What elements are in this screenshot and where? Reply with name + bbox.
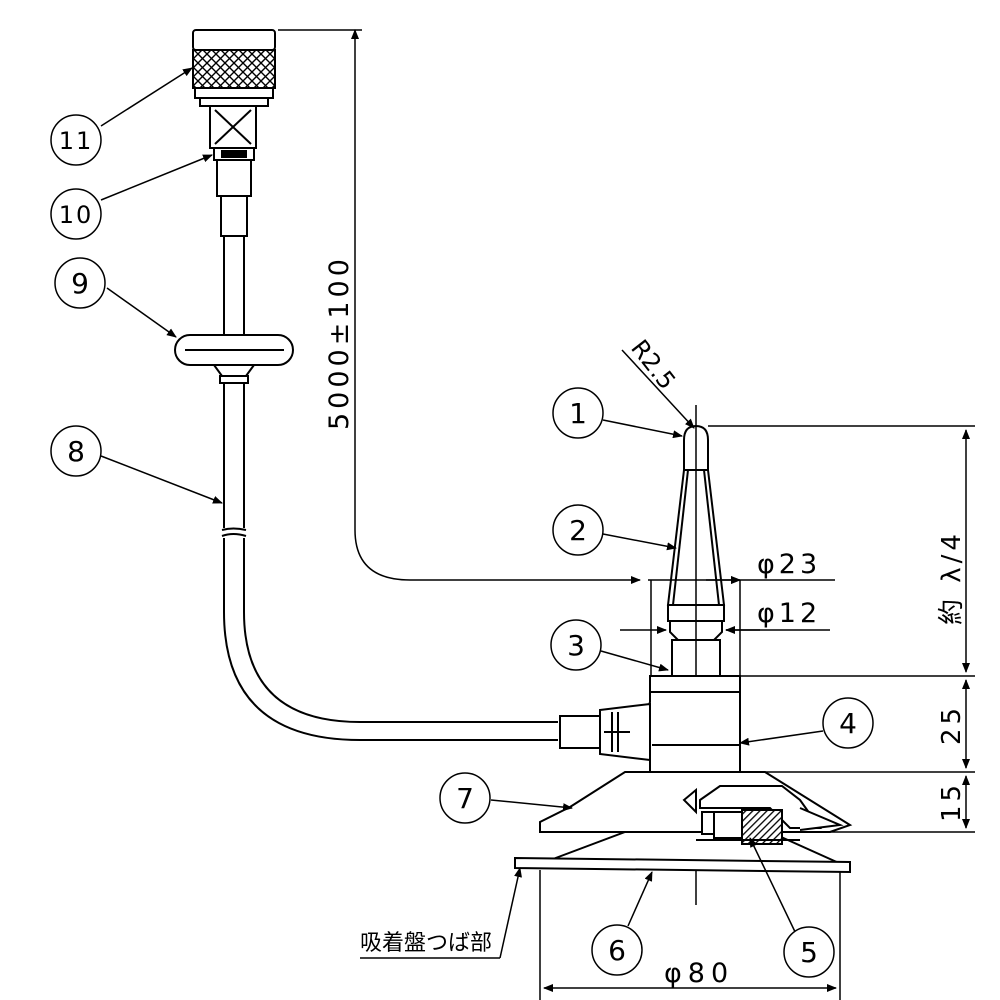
dim-heights <box>708 425 975 833</box>
dim-cup-diameter <box>539 870 841 1000</box>
tip-radius-label: R2.5 <box>625 334 681 394</box>
knurl-nut <box>192 49 276 89</box>
height-25-label: 25 <box>937 704 967 745</box>
svg-text:8: 8 <box>67 435 85 468</box>
callout-8: 8 <box>50 425 102 477</box>
quarter-wave-label: 約 λ/4 <box>937 530 967 625</box>
callout-9: 9 <box>54 257 106 309</box>
diameter-23-label: φ23 <box>757 549 821 580</box>
antenna-base-body <box>559 675 741 773</box>
dim-diameters <box>620 579 835 680</box>
cable-clamp <box>174 334 294 384</box>
callout-1: 1 <box>552 387 604 439</box>
cable-boot <box>216 159 252 197</box>
callout-3: 3 <box>550 619 602 671</box>
svg-text:6: 6 <box>608 934 626 967</box>
diameter-80-label: φ80 <box>664 958 734 989</box>
connector-assembly <box>192 29 276 237</box>
callout-10: 10 <box>50 188 102 240</box>
internal-section <box>682 785 844 845</box>
svg-text:4: 4 <box>839 707 857 740</box>
svg-text:5: 5 <box>800 936 818 969</box>
svg-text:3: 3 <box>567 629 585 662</box>
coax-cable <box>221 236 558 741</box>
svg-text:9: 9 <box>71 267 89 300</box>
radius-leader <box>621 349 695 429</box>
callout-5: 5 <box>783 926 835 978</box>
svg-text:2: 2 <box>569 514 587 547</box>
callout-2: 2 <box>552 504 604 556</box>
callout-6: 6 <box>591 924 643 976</box>
suction-flange-label: 吸着盤つば部 <box>360 931 492 956</box>
callout-11: 11 <box>50 114 102 166</box>
callout-4: 4 <box>822 697 874 749</box>
callout-leaders <box>100 67 824 939</box>
diameter-12-label: φ12 <box>757 598 821 629</box>
svg-text:10: 10 <box>59 201 94 229</box>
svg-text:7: 7 <box>456 782 474 815</box>
svg-text:11: 11 <box>59 127 94 155</box>
cable-length-label: 5000±100 <box>324 255 355 430</box>
connector-top-rim <box>192 29 276 51</box>
height-15-label: 15 <box>937 781 967 822</box>
flange-note <box>360 867 522 959</box>
svg-text:1: 1 <box>569 397 587 430</box>
callout-7: 7 <box>439 772 491 824</box>
dim-cable-length <box>278 29 641 584</box>
